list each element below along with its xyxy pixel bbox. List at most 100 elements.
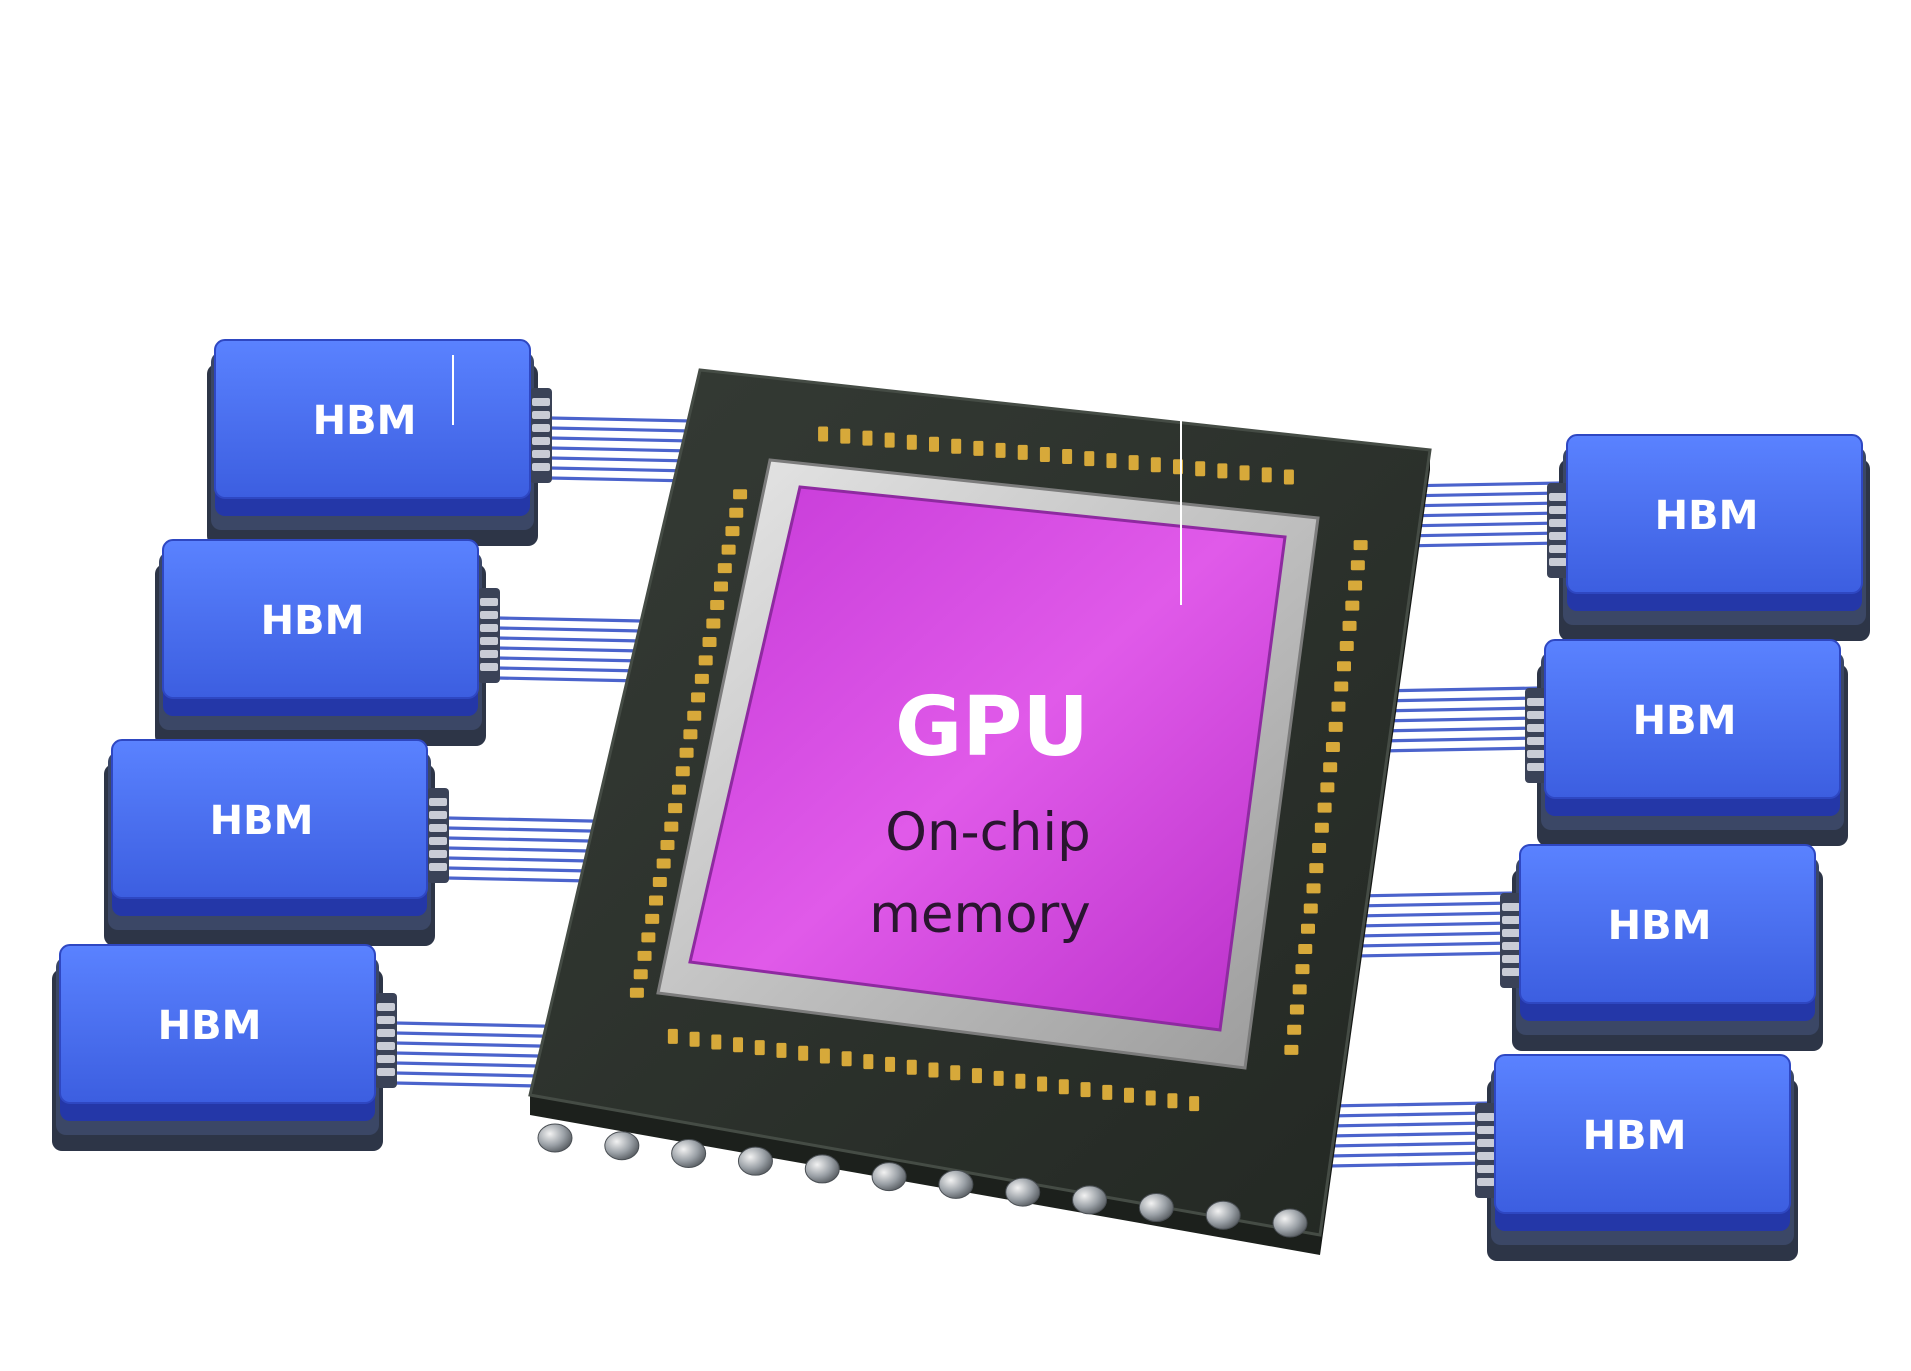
gold-pad (884, 432, 895, 448)
hbm-pin (1527, 750, 1545, 758)
hbm-stack-right-3: HBM (1500, 844, 1823, 1051)
hbm-stack-right-2: HBM (1525, 639, 1848, 846)
gold-pad (819, 1048, 830, 1064)
hbm-pin (429, 798, 447, 806)
gold-pad (1080, 1082, 1091, 1098)
gold-pad (1283, 469, 1294, 485)
gpu-package: GPU On-chip memory (528, 368, 1432, 1255)
gold-pad (1128, 455, 1139, 471)
hbm-body (1544, 639, 1841, 799)
hbm-pin (377, 1016, 395, 1024)
hbm-pin (1502, 968, 1520, 976)
gold-pad (652, 876, 667, 887)
hbm-label: HBM (1655, 493, 1759, 539)
hbm-pin (429, 863, 447, 871)
solder-ball (871, 1162, 907, 1192)
hbm-label: HBM (210, 798, 314, 844)
gold-pad (1150, 457, 1161, 473)
memory-line-1: On-chip (885, 802, 1091, 863)
memory-line-2: memory (869, 884, 1090, 945)
hbm-stack-right-4: HBM (1475, 1054, 1798, 1261)
gold-pad (645, 913, 660, 924)
solder-ball-row (537, 1123, 1308, 1238)
solder-ball (1138, 1193, 1174, 1223)
gold-pad (1314, 822, 1329, 833)
hbm-pin (429, 811, 447, 819)
gold-pad (668, 803, 683, 814)
hbm-pin (1477, 1113, 1495, 1121)
gold-pad (863, 1054, 874, 1070)
gold-pad (1037, 1076, 1048, 1092)
gold-pad (725, 526, 740, 537)
hbm-pin (1502, 916, 1520, 924)
hbm-pin (480, 650, 498, 658)
hbm-label: HBM (1583, 1113, 1687, 1159)
hbm-body (214, 339, 531, 499)
solder-ball (1205, 1200, 1241, 1230)
hbm-pin (429, 824, 447, 832)
gold-pad (1015, 1073, 1026, 1089)
gold-pad (689, 1031, 700, 1047)
solder-ball (537, 1123, 573, 1153)
hbm-pin (1502, 955, 1520, 963)
hbm-pin (532, 411, 550, 419)
hbm-pin (480, 611, 498, 619)
gold-pad (1306, 883, 1321, 894)
hbm-stack-left-2: HBM (155, 539, 500, 746)
gold-pad (660, 840, 675, 851)
gold-pad (1289, 1004, 1304, 1015)
gold-pad (641, 932, 656, 943)
gold-pad (1342, 620, 1357, 631)
hbm-label: HBM (158, 1003, 262, 1049)
gold-pad (1261, 467, 1272, 483)
gold-pad (637, 950, 652, 961)
hbm-label: HBM (313, 398, 417, 444)
gold-pad (971, 1068, 982, 1084)
gold-pad (664, 821, 679, 832)
gold-pad (798, 1045, 809, 1061)
gold-pad (1325, 742, 1340, 753)
hbm-pin (1549, 493, 1567, 501)
gold-pad (710, 600, 725, 611)
hbm-pin (1502, 903, 1520, 911)
solder-ball (1005, 1177, 1041, 1207)
gold-pad (862, 430, 873, 446)
gold-pad (1353, 540, 1368, 551)
hbm-pin (377, 1055, 395, 1063)
hbm-body (1494, 1054, 1791, 1214)
gpu-title: GPU (895, 680, 1089, 775)
gold-pad (818, 426, 829, 442)
gold-pad (1348, 580, 1363, 591)
hbm-pin (480, 663, 498, 671)
hbm-pin (1477, 1152, 1495, 1160)
gold-pad (1062, 449, 1073, 465)
solder-ball (671, 1138, 707, 1168)
gold-pad (1292, 984, 1307, 995)
gold-pad (1328, 721, 1343, 732)
gold-pad (679, 747, 694, 758)
gold-pad-ring (629, 426, 1368, 1112)
gold-pad (951, 438, 962, 454)
solder-ball (1072, 1185, 1108, 1215)
hbm-pin (1477, 1139, 1495, 1147)
gold-pad (675, 766, 690, 777)
gold-pad (1123, 1087, 1134, 1103)
gold-pad (1195, 461, 1206, 477)
solder-ball (604, 1131, 640, 1161)
hbm-pin (1527, 737, 1545, 745)
gold-pad (1287, 1024, 1302, 1035)
hbm-pin (1527, 698, 1545, 706)
gold-pad (1102, 1084, 1113, 1100)
gold-pad (973, 440, 984, 456)
hbm-stack-left-3: HBM (104, 739, 449, 946)
gold-pad (711, 1034, 722, 1050)
gold-pad (1331, 701, 1346, 712)
gold-pad (1345, 600, 1360, 611)
gold-pad (1323, 762, 1338, 773)
hbm-stack-left-1: HBM (207, 339, 552, 546)
gold-pad (683, 729, 698, 740)
gold-pad (993, 1070, 1004, 1086)
hbm-pin (532, 463, 550, 471)
